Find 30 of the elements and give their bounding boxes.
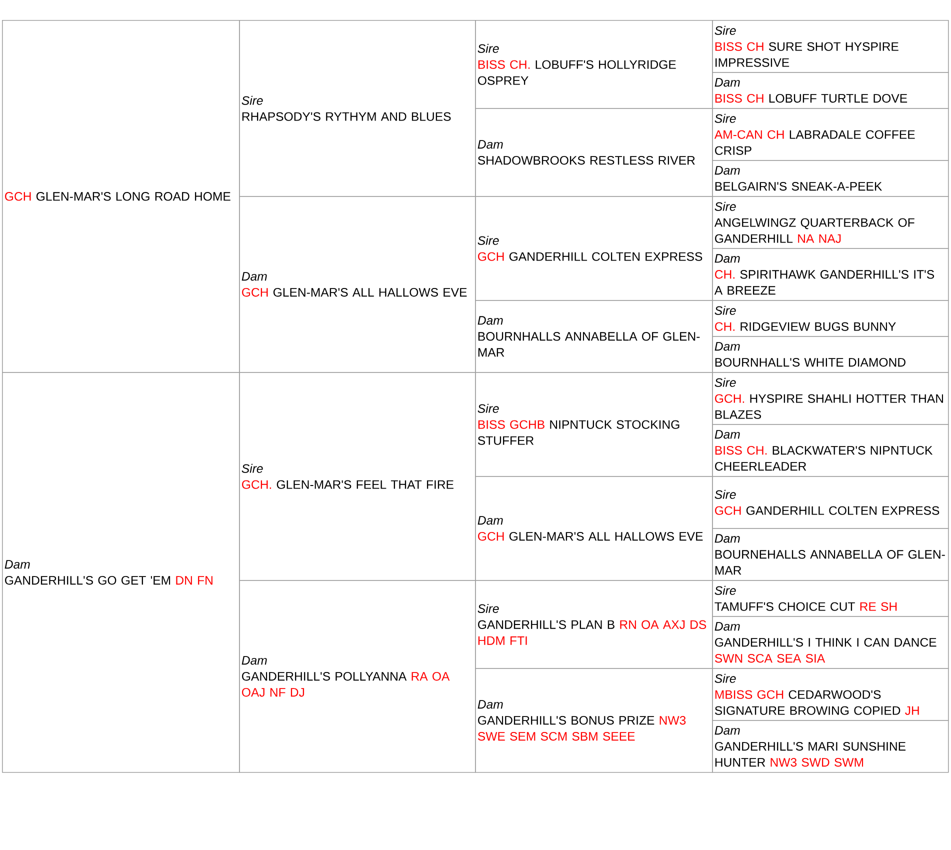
pedigree-cell: Dam GCH GLEN-MAR'S ALL HALLOWS EVE (239, 196, 476, 373)
pedigree-cell: Dam BOURNEHALLS ANNABELLA OF GLEN-MAR (712, 528, 949, 581)
pedigree-cell: Dam BELGAIRN'S SNEAK-A-PEEK (712, 160, 949, 197)
pedigree-cell: Sire GCH GANDERHILL COLTEN EXPRESS (475, 196, 713, 301)
pedigree-cell: Dam GANDERHILL'S BONUS PRIZE NW3 SWE SEM SCM SBM SEEE (475, 668, 713, 773)
pedigree-cell: Dam GANDERHILL'S I THINK I CAN DANCE SWN SCA SEA SIA (712, 616, 949, 669)
pedigree-cell: Sire MBISS GCH CEDARWOOD'S SIGNATURE BROWING COPIED JH (712, 668, 949, 721)
pedigree-cell: Sire ANGELWINGZ QUARTERBACK OF GANDERHILL NA NAJ (712, 196, 949, 249)
pedigree-cell: Sire TAMUFF'S CHOICE CUT RE SH (712, 580, 949, 617)
pedigree-cell: GCH GLEN-MAR'S LONG ROAD HOME (2, 20, 240, 373)
pedigree-cell: Dam BISS CH LOBUFF TURTLE DOVE (712, 72, 949, 109)
pedigree-cell: Dam GANDERHILL'S POLLYANNA RA OA OAJ NF DJ (239, 580, 476, 773)
pedigree-cell: Sire BISS CH. LOBUFF'S HOLLYRIDGE OSPREY (475, 20, 713, 109)
pedigree-cell: Sire RHAPSODY'S RYTHYM AND BLUES (239, 20, 476, 197)
pedigree-cell: Dam BISS CH. BLACKWATER'S NIPNTUCK CHEERLEADER (712, 424, 949, 477)
pedigree-cell: Dam SHADOWBROOKS RESTLESS RIVER (475, 108, 713, 197)
pedigree-cell: Dam GANDERHILL'S GO GET 'EM DN FN (2, 372, 240, 773)
pedigree-cell: Sire GCH GANDERHILL COLTEN EXPRESS (712, 476, 949, 529)
pedigree-cell: Dam GCH GLEN-MAR'S ALL HALLOWS EVE (475, 476, 713, 581)
pedigree-cell: Sire GANDERHILL'S PLAN B RN OA AXJ DS HDM FTI (475, 580, 713, 669)
pedigree-cell: Sire BISS CH SURE SHOT HYSPIRE IMPRESSIVE (712, 20, 949, 73)
pedigree-cell: Dam BOURNHALL'S WHITE DIAMOND (712, 336, 949, 373)
pedigree-cell: Sire AM-CAN CH LABRADALE COFFEE CRISP (712, 108, 949, 161)
pedigree-cell: Sire GCH. HYSPIRE SHAHLI HOTTER THAN BLAZES (712, 372, 949, 425)
pedigree-cell: Sire CH. RIDGEVIEW BUGS BUNNY (712, 300, 949, 337)
pedigree-cell: Sire GCH. GLEN-MAR'S FEEL THAT FIRE (239, 372, 476, 581)
pedigree-cell: Dam CH. SPIRITHAWK GANDERHILL'S IT'S A BREEZE (712, 248, 949, 301)
pedigree-cell: Dam BOURNHALLS ANNABELLA OF GLEN-MAR (475, 300, 713, 373)
pedigree-cell: Dam GANDERHILL'S MARI SUNSHINE HUNTER NW3 SWD SWM (712, 720, 949, 773)
pedigree-cell: Sire BISS GCHB NIPNTUCK STOCKING STUFFER (475, 372, 713, 477)
